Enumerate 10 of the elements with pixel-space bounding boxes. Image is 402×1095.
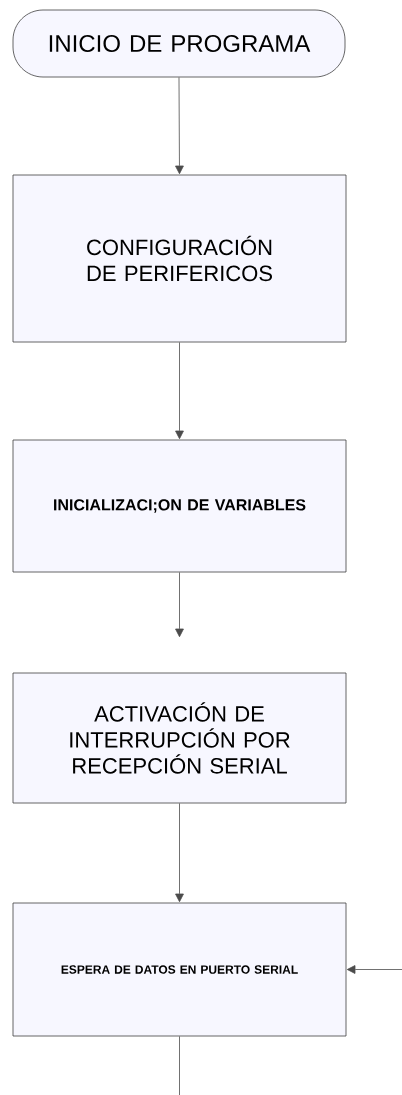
process-box: INICIALIZACI;ON DE VARIABLES <box>12 439 347 573</box>
arrow <box>175 77 184 175</box>
process-box: CONFIGURACIÓN DE PERIFERICOS <box>12 174 347 343</box>
process-box: ACTIVACIÓN DE INTERRUPCIÓN POR RECEPCIÓN SERIAL <box>12 672 347 804</box>
process-box: ESPERA DE DATOS EN PUERTO SERIAL <box>12 902 347 1037</box>
arrow <box>346 965 402 974</box>
arrow <box>175 572 184 638</box>
arrow <box>175 803 184 903</box>
start-terminal: INICIO DE PROGRAMA <box>12 9 346 78</box>
arrow <box>175 342 184 440</box>
